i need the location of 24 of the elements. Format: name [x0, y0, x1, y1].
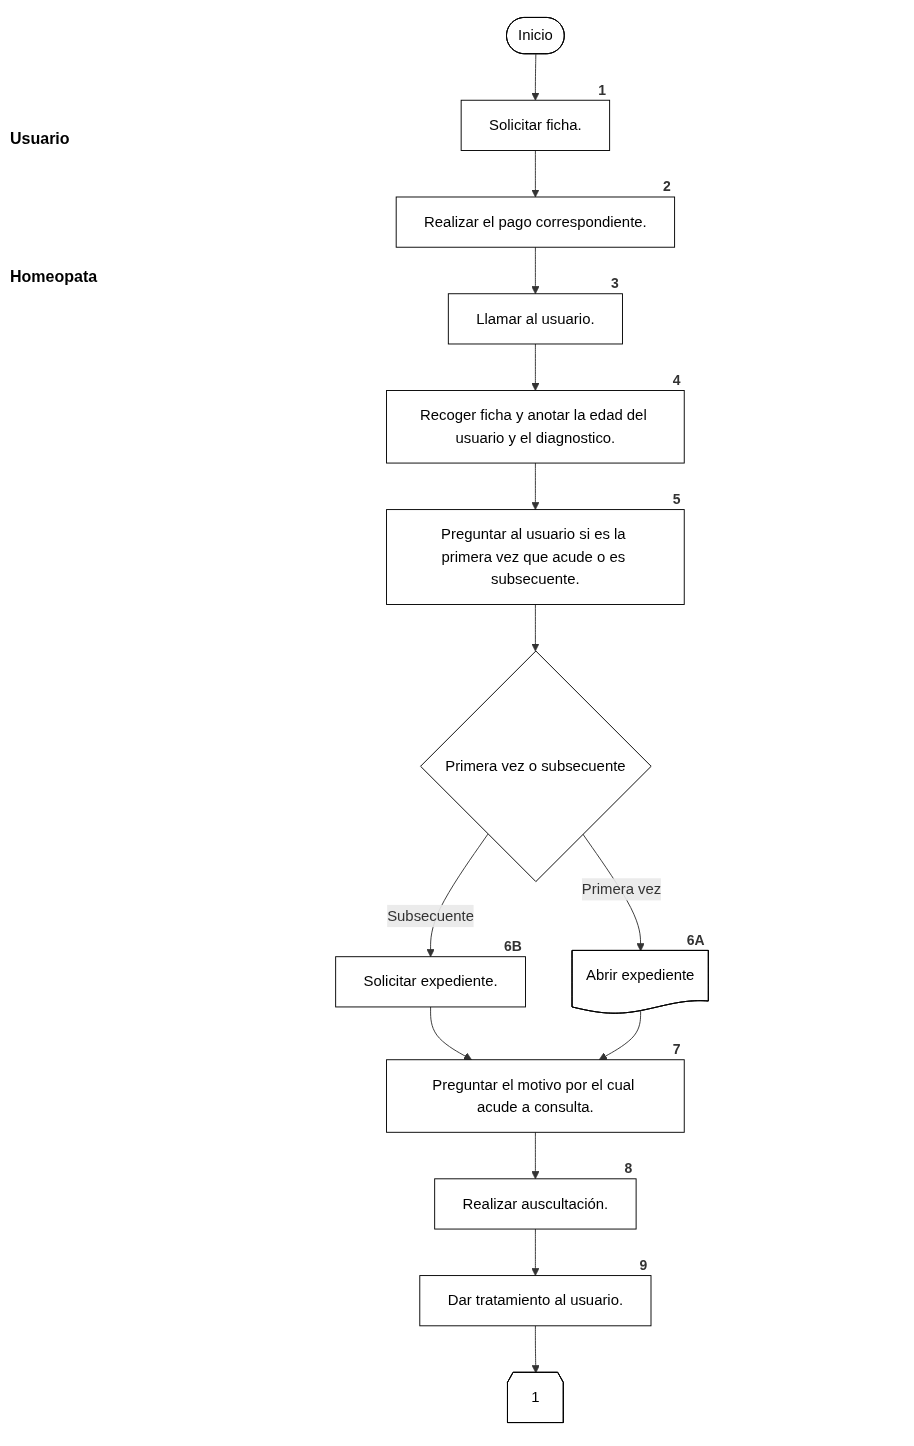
step-number: 9 — [639, 1257, 648, 1273]
node-box: Realizar auscultación. — [434, 1178, 637, 1230]
edge-label: Subsecuente — [387, 907, 475, 924]
node-box: Llamar al usuario. — [447, 293, 623, 345]
node-diamond: Primera vez o subsecuente — [420, 650, 652, 883]
lane-label: Homeopata — [10, 268, 99, 286]
step-number: 6B — [504, 938, 522, 955]
node-box: Realizar el pago correspondiente. — [395, 196, 676, 248]
node-box: Preguntar al usuario si es la primera vez que acude o es subsecuente. — [386, 509, 685, 605]
step-number: 8 — [624, 1160, 633, 1177]
node-box: Dar tratamiento al usuario. — [419, 1275, 652, 1327]
node-box: Preguntar el motivo por el cual acude a consulta. — [386, 1059, 685, 1133]
step-number: 3 — [610, 275, 619, 292]
step-number: 7 — [672, 1041, 681, 1058]
step-number: 6A — [686, 931, 705, 948]
node-box: Solicitar ficha. — [460, 99, 611, 151]
step-number: 4 — [672, 371, 681, 388]
edge-label: Primera vez — [581, 880, 662, 897]
step-number: 1 — [598, 81, 606, 98]
node-box: Recoger ficha y anotar la edad del usuario y el diagnostico. — [386, 390, 685, 464]
step-number: 5 — [672, 491, 681, 507]
node-box: Solicitar expediente. — [335, 956, 526, 1008]
step-number: 2 — [663, 178, 671, 195]
lane-label: Usuario — [10, 130, 71, 148]
